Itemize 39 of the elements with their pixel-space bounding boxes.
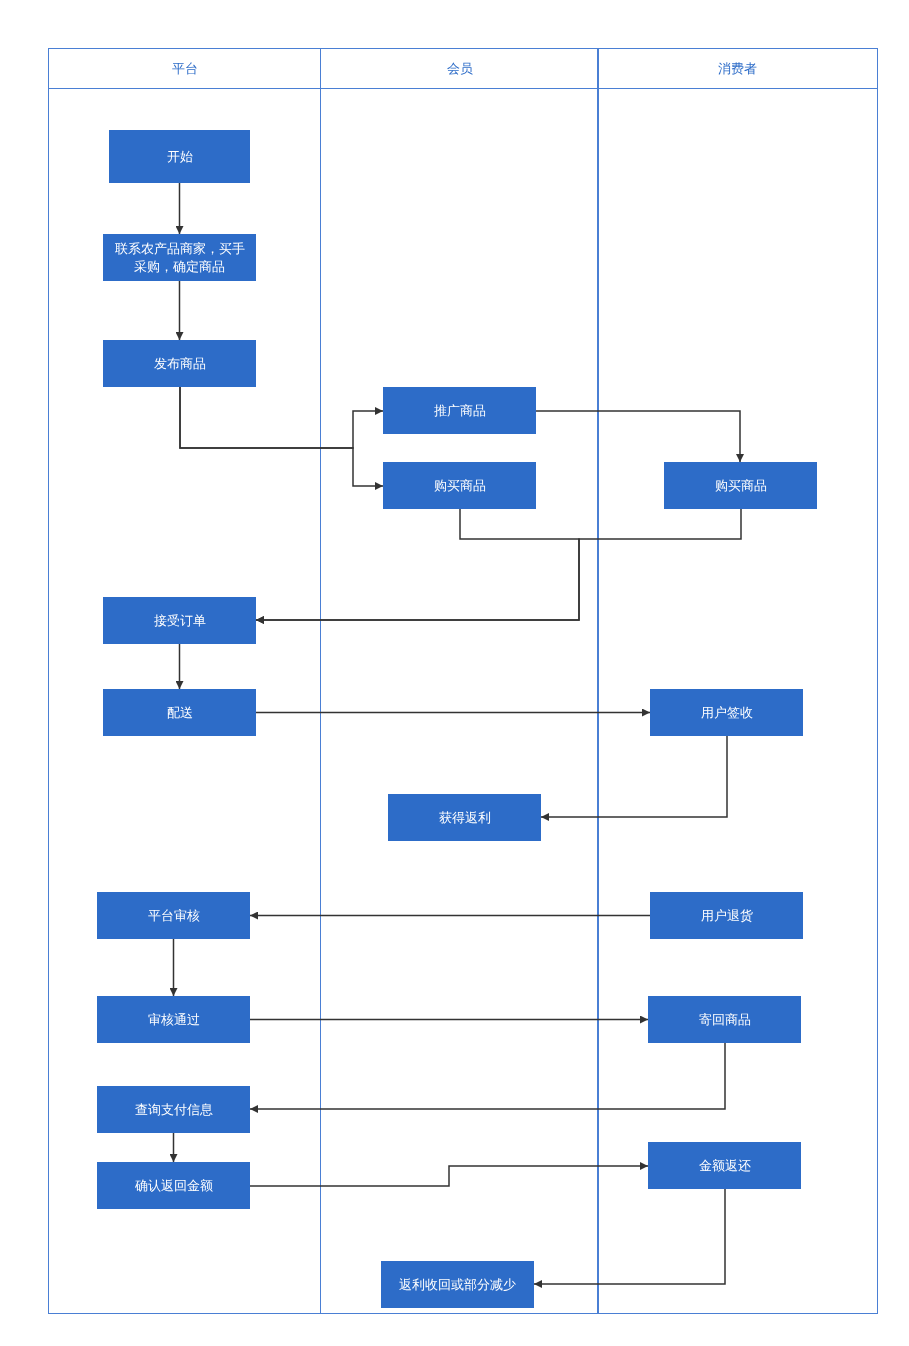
swimlane	[48, 48, 321, 1314]
arrow	[249, 1162, 649, 1187]
arrow	[175, 643, 184, 690]
process-box: 发布商品	[103, 340, 256, 387]
swimlane	[320, 48, 599, 1314]
process-box: 返利收回或部分减少	[381, 1261, 534, 1308]
arrow	[179, 386, 384, 490]
process-box: 接受订单	[103, 597, 256, 644]
process-box: 审核通过	[97, 996, 250, 1043]
arrow	[169, 938, 178, 997]
process-box: 寄回商品	[648, 996, 801, 1043]
arrow	[535, 410, 744, 463]
process-box: 购买商品	[383, 462, 536, 509]
process-box: 开始	[109, 130, 250, 183]
lane-title: 平台	[49, 49, 320, 89]
swimlane	[597, 48, 878, 1314]
process-box: 购买商品	[664, 462, 817, 509]
lane-title: 会员	[321, 49, 598, 89]
process-box: 推广商品	[383, 387, 536, 434]
process-box: 联系农产品商家，买手采购，确定商品	[103, 234, 256, 281]
arrow	[249, 911, 651, 920]
arrow	[533, 1188, 726, 1288]
arrow	[249, 1042, 726, 1113]
lane-title: 消费者	[598, 49, 877, 89]
process-box: 用户退货	[650, 892, 803, 939]
process-box: 查询支付信息	[97, 1086, 250, 1133]
process-box: 平台审核	[97, 892, 250, 939]
process-box: 金额返还	[648, 1142, 801, 1189]
process-box: 用户签收	[650, 689, 803, 736]
process-box: 配送	[103, 689, 256, 736]
arrow	[255, 708, 651, 717]
arrow	[175, 280, 184, 341]
process-box: 获得返利	[388, 794, 541, 841]
arrow	[249, 1015, 649, 1024]
process-box: 确认返回金额	[97, 1162, 250, 1209]
arrow	[175, 182, 184, 235]
arrow	[540, 735, 728, 821]
arrow	[169, 1132, 178, 1163]
arrow	[255, 508, 742, 624]
